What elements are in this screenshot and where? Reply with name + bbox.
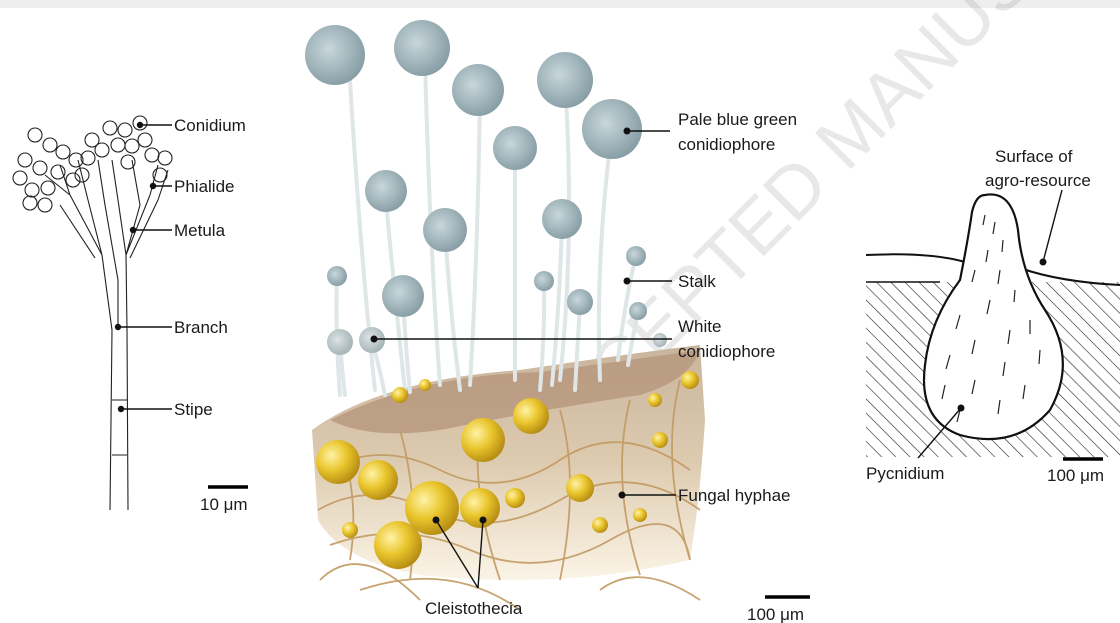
- label-agro-resource: agro-resource: [985, 171, 1091, 190]
- right-pycnidium-drawing: [866, 194, 1120, 457]
- scale-label-middle: 100 μm: [747, 605, 804, 623]
- label-cleistothecia: Cleistothecia: [425, 599, 523, 618]
- label-white-2: conidiophore: [678, 342, 775, 361]
- conidial-heads: [305, 20, 667, 355]
- scale-label-right: 100 μm: [1047, 466, 1104, 485]
- label-fungal-hyphae: Fungal hyphae: [678, 486, 790, 505]
- label-pale-blue-green-2: conidiophore: [678, 135, 775, 154]
- label-stipe: Stipe: [174, 400, 213, 419]
- label-conidium: Conidium: [174, 116, 246, 135]
- left-conidiophore-drawing: [13, 116, 172, 510]
- surface-line: [866, 254, 965, 262]
- label-metula: Metula: [174, 221, 226, 240]
- label-pale-blue-green: Pale blue green: [678, 110, 797, 129]
- middle-illustration: [305, 20, 705, 610]
- label-surface: Surface of: [995, 147, 1073, 166]
- label-pycnidium: Pycnidium: [866, 464, 944, 483]
- scale-label-left: 10 μm: [200, 495, 248, 514]
- label-white: White: [678, 317, 721, 336]
- label-branch: Branch: [174, 318, 228, 337]
- label-stalk: Stalk: [678, 272, 716, 291]
- label-phialide: Phialide: [174, 177, 235, 196]
